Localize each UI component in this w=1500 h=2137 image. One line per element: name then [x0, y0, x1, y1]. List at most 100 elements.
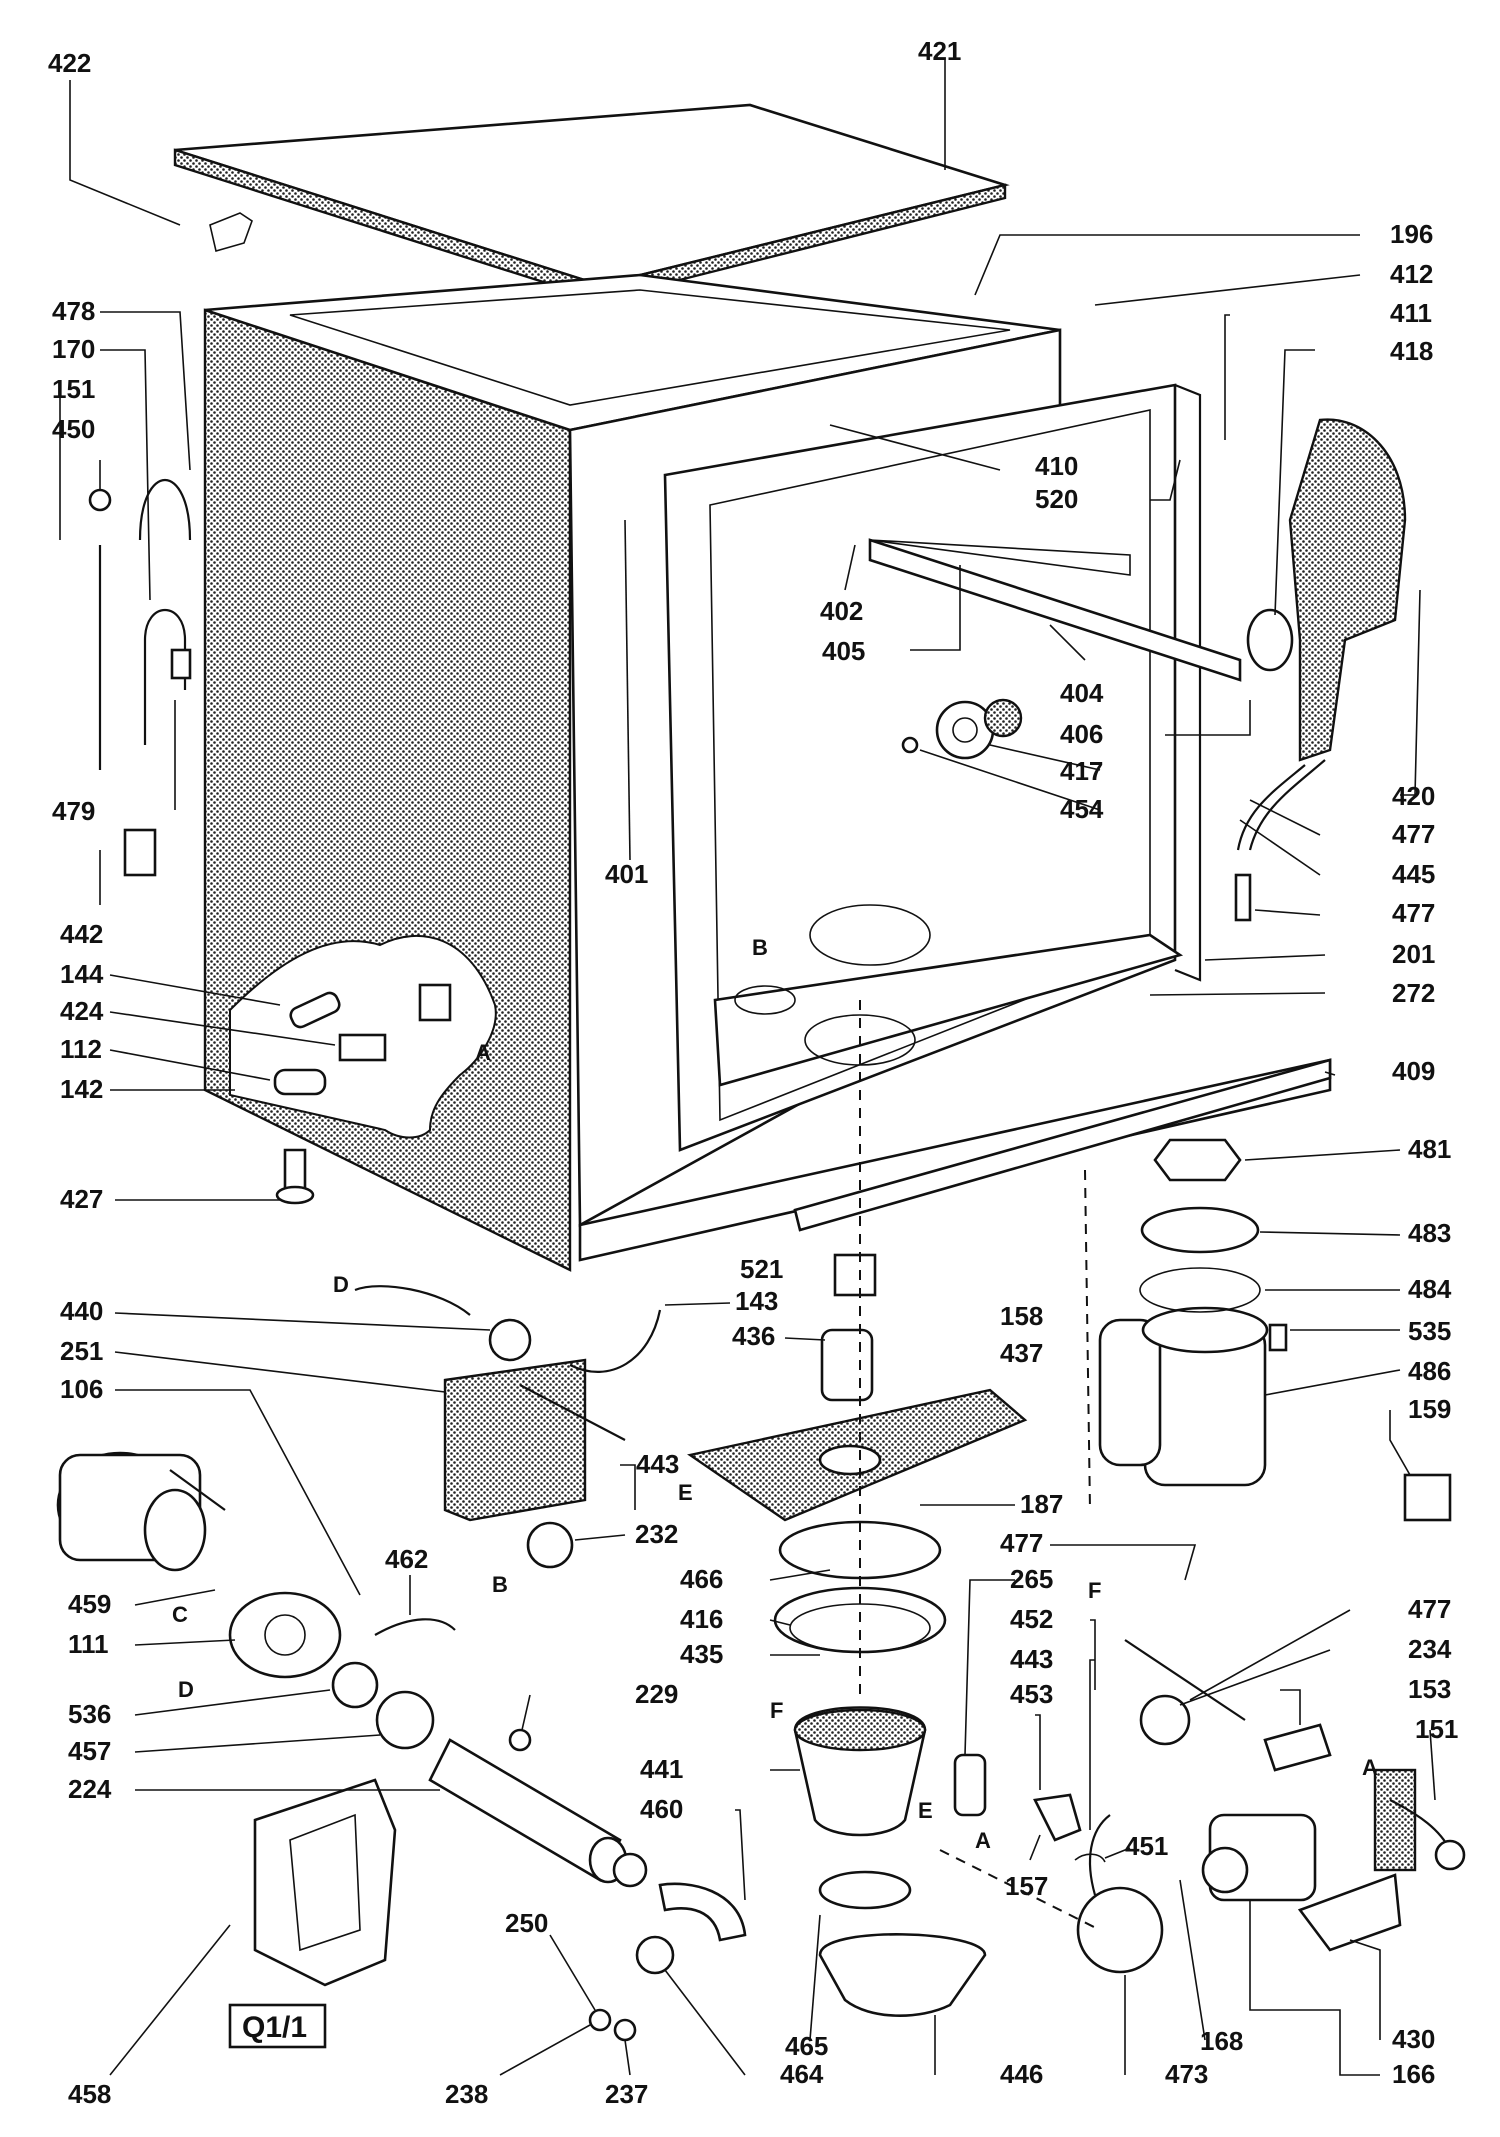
- foot-427: [283, 1148, 307, 1192]
- callout-521: 521: [740, 1254, 783, 1284]
- callout-446: 446: [1000, 2059, 1043, 2089]
- drain-hole: [804, 1014, 916, 1066]
- callout-477-a: 477: [1392, 819, 1435, 849]
- sump-441-top: [793, 1708, 927, 1752]
- callout-238: 238: [445, 2079, 488, 2109]
- parts-artwork: [56, 103, 1466, 2049]
- callout-416: 416: [680, 1604, 723, 1634]
- callout-520: 520: [1035, 484, 1078, 514]
- plate-430: [1297, 1873, 1402, 1952]
- callout-457: 457: [68, 1736, 111, 1766]
- part-436: [833, 1253, 877, 1297]
- callout-159: 159: [1408, 1394, 1451, 1424]
- callout-411: 411: [1390, 298, 1432, 328]
- assembly-dash-2: [1084, 1169, 1091, 1511]
- callout-417: 417: [1060, 756, 1103, 786]
- ring-483: [1140, 1206, 1260, 1254]
- letter-d-pump: D: [178, 1677, 194, 1702]
- callout-460: 460: [640, 1794, 683, 1824]
- foot-base: [275, 1185, 315, 1205]
- callout-430: 430: [1392, 2024, 1435, 2054]
- callout-111: 111: [68, 1629, 109, 1659]
- bracket-442: [123, 828, 157, 877]
- callout-477-b: 477: [1392, 898, 1435, 928]
- callout-464: 464: [780, 2059, 824, 2089]
- ring-418: [1246, 608, 1294, 672]
- callout-473: 473: [1165, 2059, 1208, 2089]
- bracket-458: [253, 1778, 397, 1987]
- letter-e-valve: E: [918, 1798, 933, 1823]
- callout-484: 484: [1408, 1274, 1452, 1304]
- callout-477-d: 477: [1408, 1594, 1451, 1624]
- box-component: [418, 983, 452, 1022]
- callout-144: 144: [60, 959, 104, 989]
- ring-465: [818, 1870, 912, 1910]
- callout-486: 486: [1408, 1356, 1451, 1386]
- callout-445: 445: [1392, 859, 1435, 889]
- cabinet-top-opening: [289, 289, 1011, 406]
- callout-441: 441: [640, 1754, 683, 1784]
- callout-106: 106: [60, 1374, 103, 1404]
- callout-421: 421: [918, 36, 961, 66]
- part-232: [526, 1521, 574, 1569]
- letter-f-sump: F: [770, 1698, 783, 1723]
- part-229: [508, 1728, 532, 1752]
- callout-251: 251: [60, 1336, 103, 1366]
- callout-459: 459: [68, 1589, 111, 1619]
- callout-443-a: 443: [636, 1449, 679, 1479]
- callout-234: 234: [1408, 1634, 1452, 1664]
- clip-451: [1074, 1853, 1106, 1863]
- plate-dotted: [1373, 1768, 1417, 1872]
- filter-hole: [818, 1444, 882, 1476]
- sump-hole: [809, 904, 931, 966]
- rod-452: [1124, 1639, 1246, 1721]
- callout-229: 229: [635, 1679, 678, 1709]
- callout-418: 418: [1390, 336, 1433, 366]
- callout-458: 458: [68, 2079, 111, 2109]
- hose-445: [1248, 759, 1326, 851]
- side-cover-420: [1288, 418, 1407, 762]
- assembly-dash-3: [939, 1849, 1101, 1931]
- nut-454: [901, 736, 919, 754]
- callout-436: 436: [732, 1321, 775, 1351]
- callout-153: 153: [1408, 1674, 1451, 1704]
- callout-479: 479: [52, 796, 95, 826]
- letter-d-wire: D: [333, 1272, 349, 1297]
- callout-478: 478: [52, 296, 95, 326]
- right-strip: [1174, 383, 1202, 982]
- callout-483: 483: [1408, 1218, 1451, 1248]
- capacitor-112: [273, 1068, 327, 1096]
- ring-536: [331, 1661, 379, 1709]
- callout-465: 465: [785, 2031, 828, 2061]
- terminal-440: [488, 1318, 532, 1362]
- callout-237: 237: [605, 2079, 648, 2109]
- spray-hub: [935, 700, 995, 760]
- motor-shaft: [169, 1469, 226, 1511]
- softener-tank: [1098, 1318, 1162, 1467]
- panel-251-arm: [519, 1384, 626, 1441]
- base-446: [818, 1933, 987, 2017]
- callout-536: 536: [68, 1699, 111, 1729]
- elbow-157: [1033, 1793, 1082, 1842]
- callout-481: 481: [1408, 1134, 1451, 1164]
- nut-457: [375, 1690, 435, 1750]
- hose-462: [374, 1618, 456, 1636]
- callout-166: 166: [1392, 2059, 1435, 2089]
- pump-473: [1076, 1886, 1164, 1974]
- callout-157: 157: [1005, 1871, 1048, 1901]
- rail-404-top: [869, 539, 1131, 576]
- callout-112: 112: [60, 1034, 102, 1064]
- callout-462: 462: [385, 1544, 428, 1574]
- callout-151-bottom: 151: [1415, 1714, 1458, 1744]
- letter-a-right: A: [1362, 1755, 1378, 1780]
- callout-440: 440: [60, 1296, 103, 1326]
- nut-464: [635, 1935, 675, 1975]
- clip-450: [88, 488, 112, 512]
- pump-111-center: [264, 1614, 306, 1656]
- softener-top: [1141, 1306, 1269, 1354]
- hose-478: [138, 479, 192, 541]
- callout-454: 454: [1060, 794, 1104, 824]
- callout-401: 401: [605, 859, 648, 889]
- callout-453: 453: [1010, 1679, 1053, 1709]
